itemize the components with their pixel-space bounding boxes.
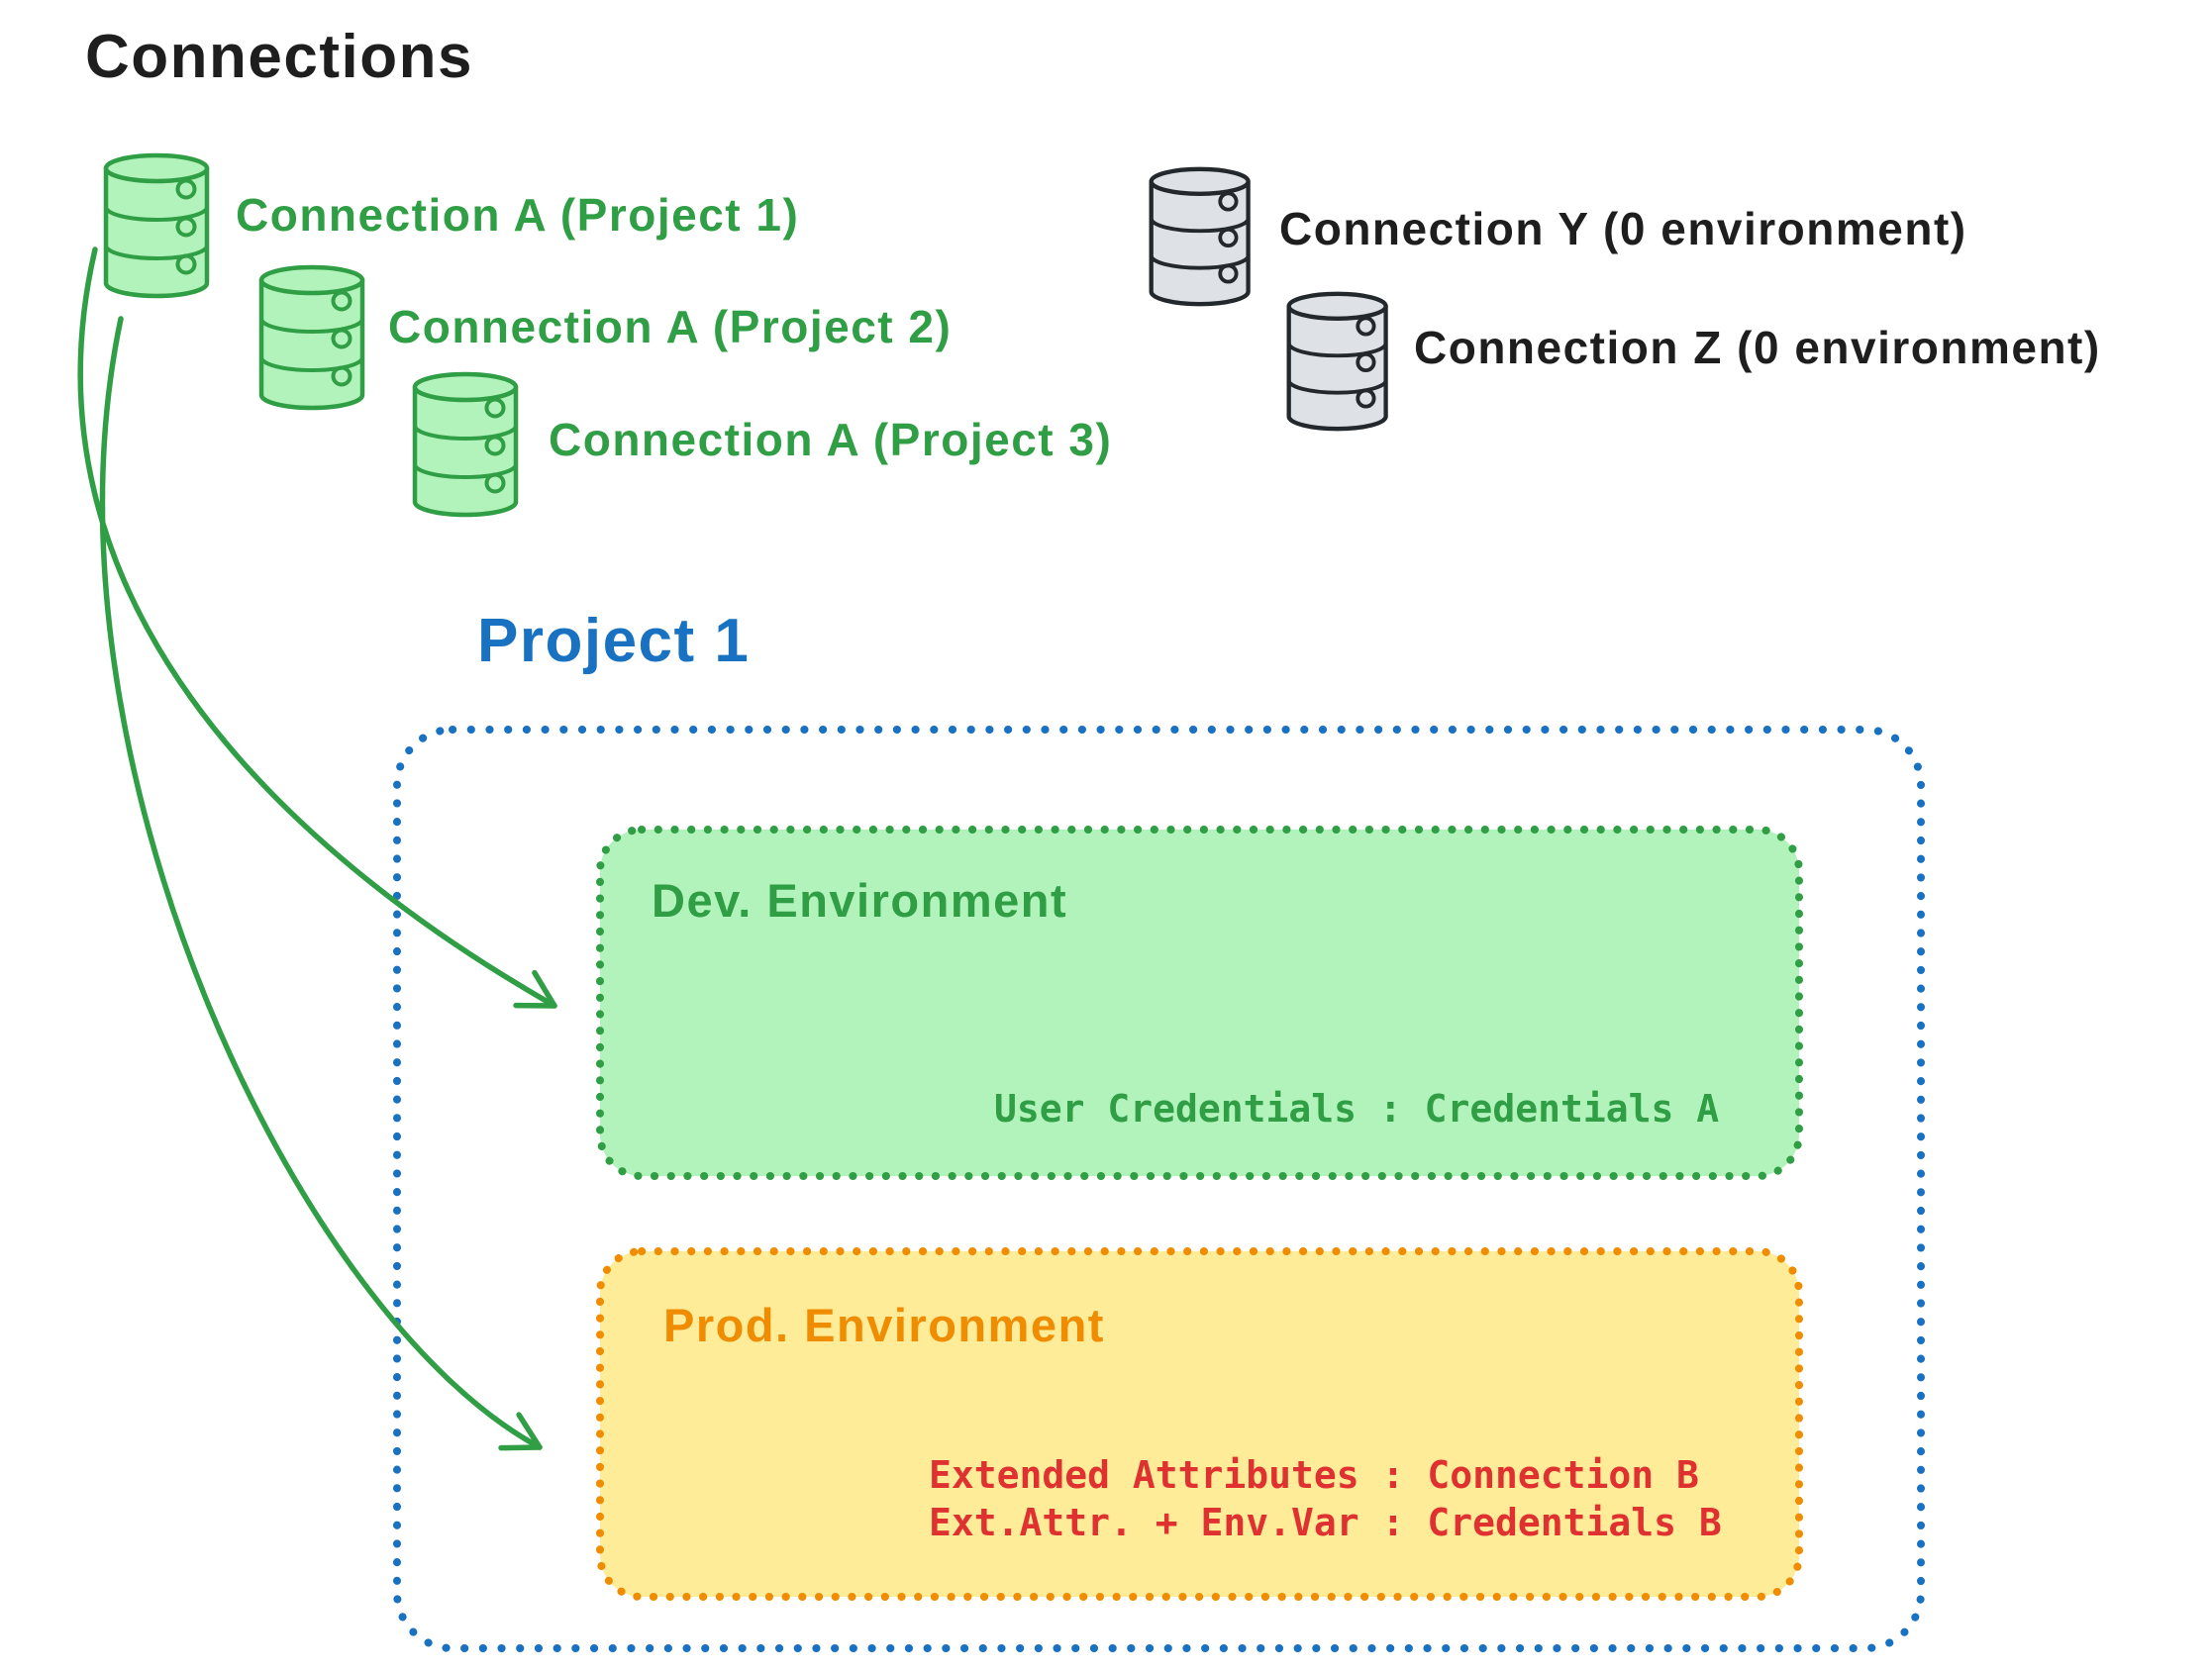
- database-icon-connection-z[interactable]: [1289, 294, 1386, 429]
- dev-environment-mapping[interactable]: User Credentials : Credentials A: [994, 1087, 1720, 1131]
- arrow-connection-a-to-prod-environment[interactable]: [99, 316, 543, 1451]
- project-1-title[interactable]: Project 1: [477, 607, 751, 675]
- diagram-title[interactable]: Connections: [85, 23, 473, 91]
- connection-y-label[interactable]: Connection Y (0 environment): [1279, 203, 1967, 254]
- database-icon-connection-y[interactable]: [1152, 169, 1249, 304]
- database-icon-connection-a-project-3[interactable]: [415, 374, 516, 515]
- connection-a-project-1-label[interactable]: Connection A (Project 1): [236, 189, 800, 241]
- arrow-connection-a-to-dev-environment[interactable]: [77, 246, 557, 1009]
- connection-z-label[interactable]: Connection Z (0 environment): [1414, 322, 2101, 373]
- prod-environment-box[interactable]: [596, 1247, 1803, 1601]
- dev-environment-box[interactable]: [596, 826, 1803, 1180]
- prod-environment-mappings[interactable]: Extended Attributes : Connection B Ext.A…: [929, 1451, 1722, 1546]
- database-icon-connection-a-project-1[interactable]: [106, 155, 207, 296]
- prod-environment-mapping-2[interactable]: Ext.Attr. + Env.Var : Credentials B: [929, 1501, 1722, 1544]
- database-icon-connection-a-project-2[interactable]: [261, 267, 362, 408]
- project-1-box[interactable]: [393, 726, 1925, 1652]
- connection-a-project-2-label[interactable]: Connection A (Project 2): [388, 301, 953, 352]
- prod-environment-mapping-1[interactable]: Extended Attributes : Connection B: [929, 1453, 1699, 1497]
- dev-environment-title[interactable]: Dev. Environment: [652, 874, 1068, 927]
- connection-a-project-3-label[interactable]: Connection A (Project 3): [549, 414, 1113, 465]
- prod-environment-title[interactable]: Prod. Environment: [663, 1299, 1105, 1351]
